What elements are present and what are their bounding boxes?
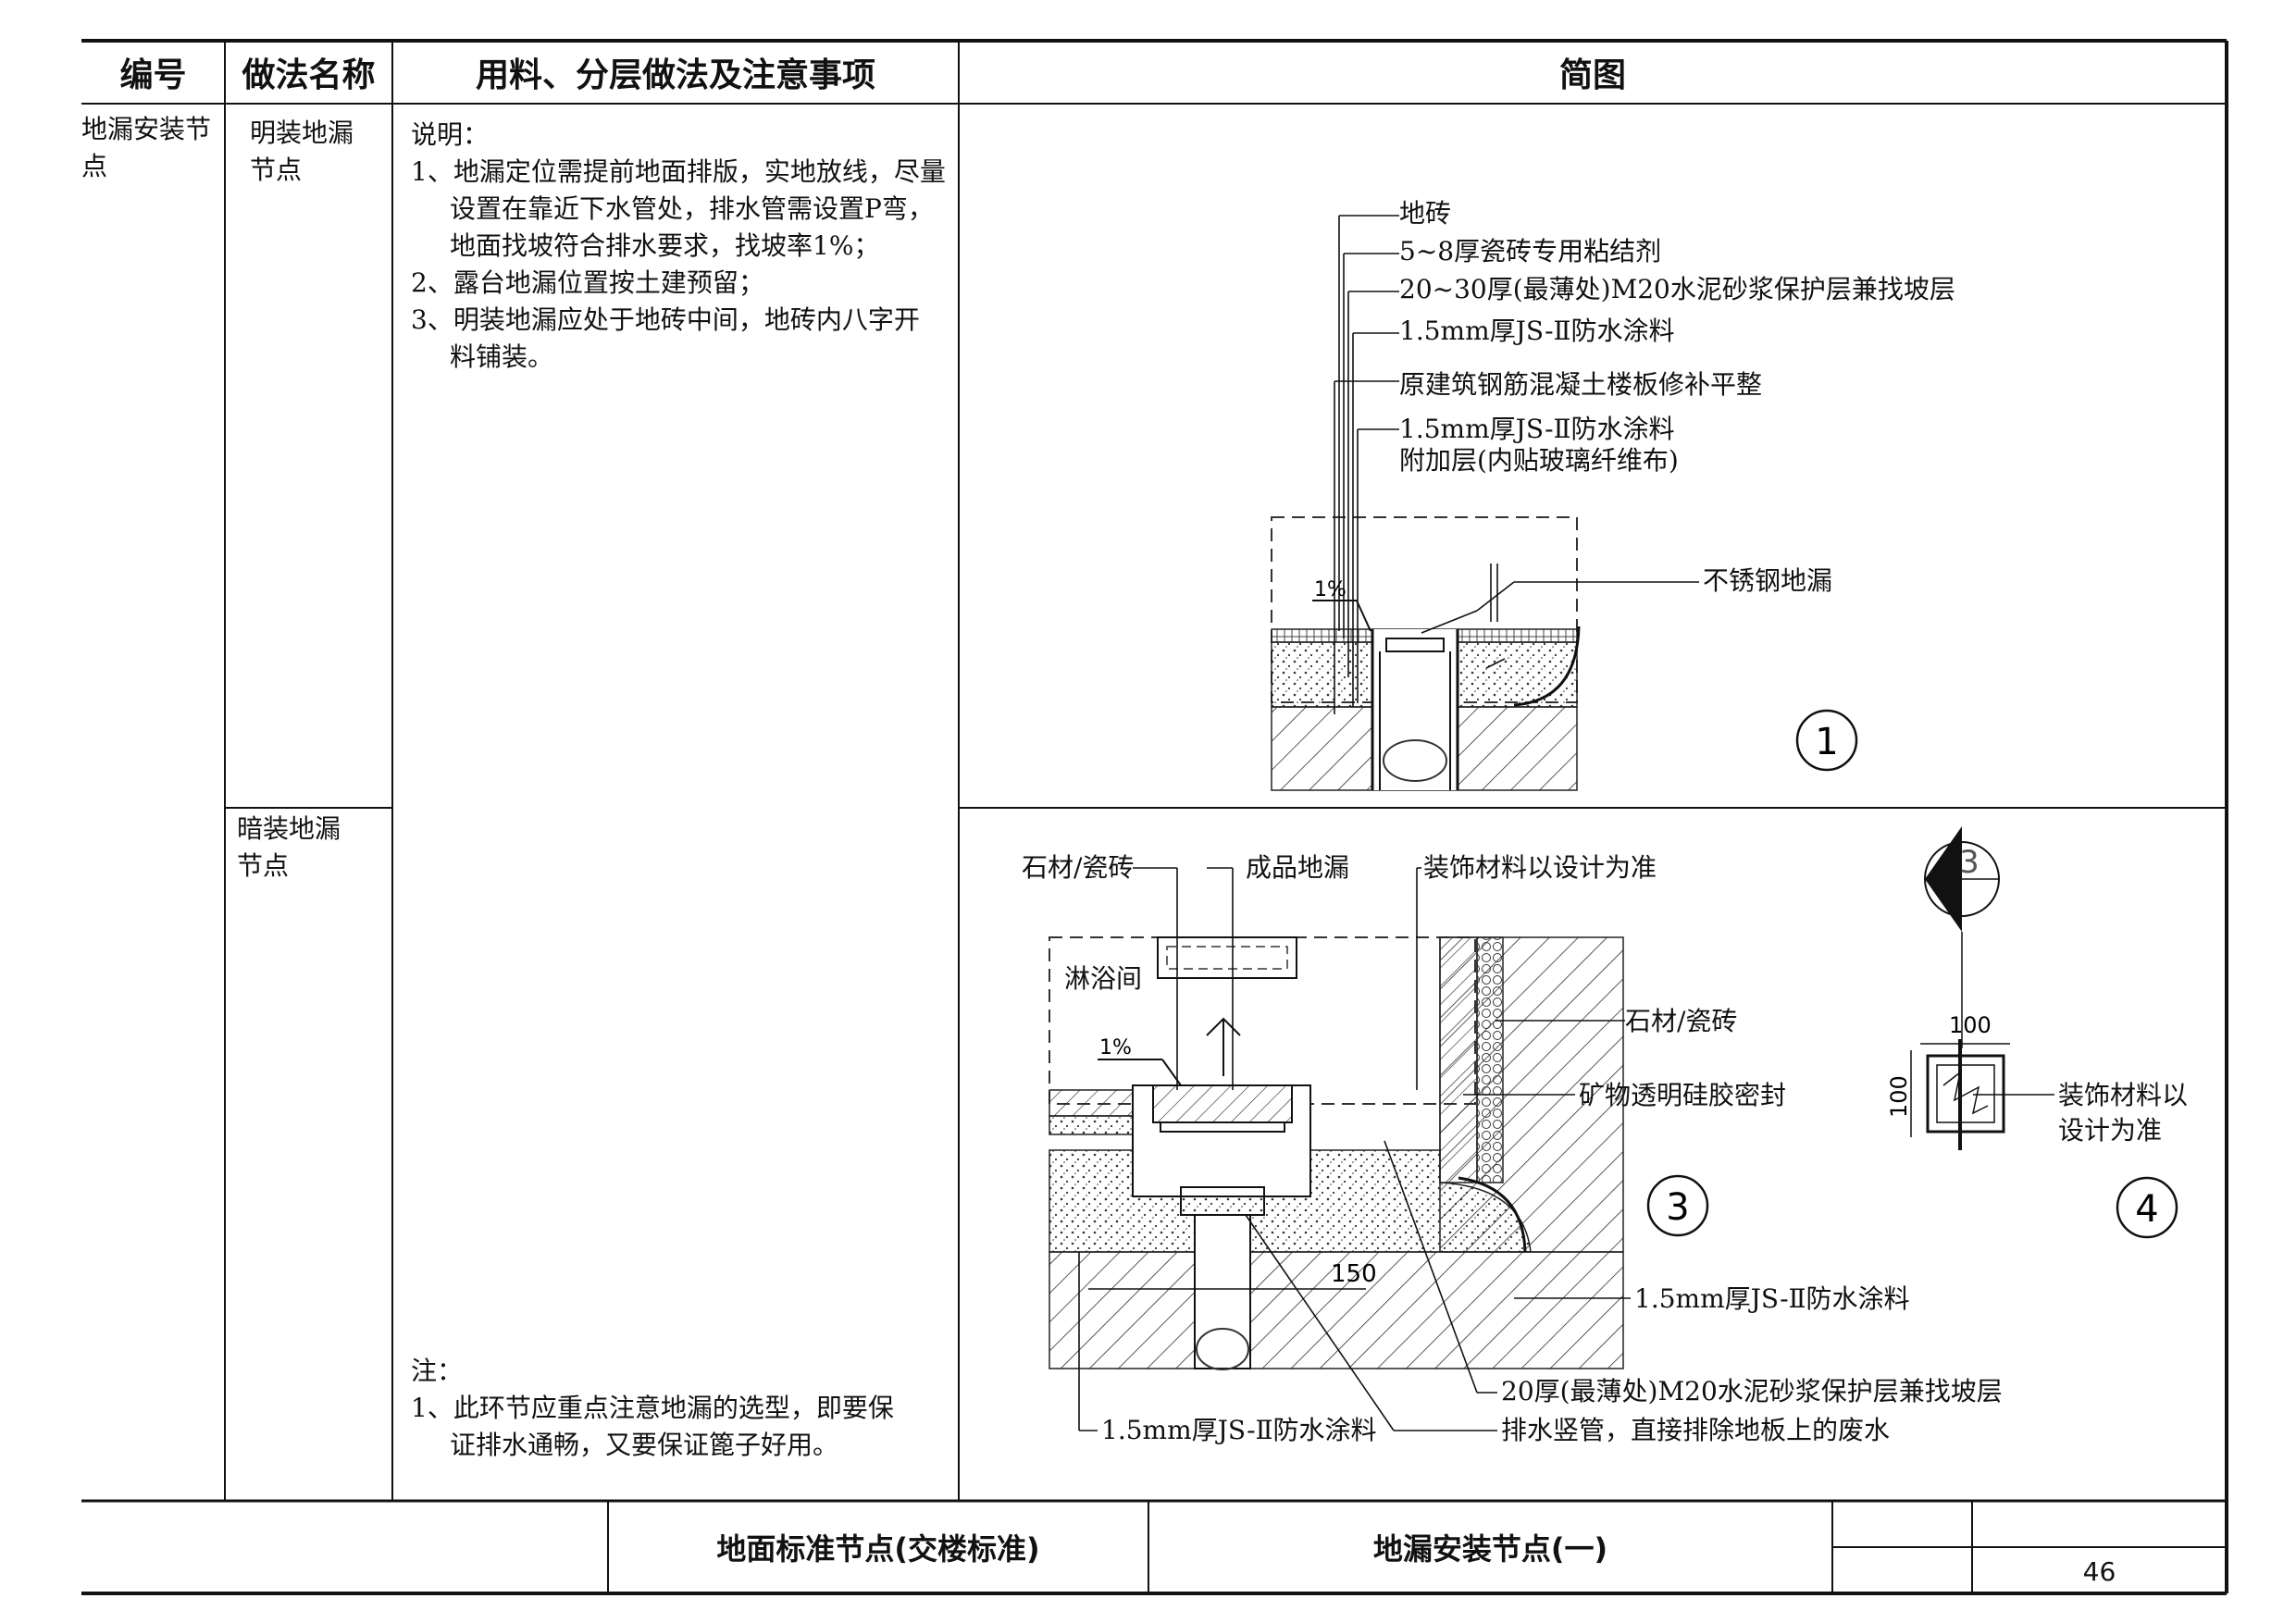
header-materials: 用料、分层做法及注意事项 [475,56,875,94]
footnote-line: 证排水通畅，又要保证篦子好用。 [450,1430,839,1460]
notes-line: 3、明装地漏应处于地砖中间，地砖内八字开 [411,304,920,335]
diagram1-slope: 1% [1314,578,1347,601]
d1-label-slab: 原建筑钢筋混凝土楼板修补平整 [1399,369,1763,400]
footnote-block: 注： 1、此环节应重点注意地漏的选型，即要保 证排水通畅，又要保证篦子好用。 [411,1353,957,1464]
diagram-concealed-drain: 1% 150 3 [1049,867,1709,1431]
dim-width: 100 [1949,1012,1992,1038]
diagram-exposed-drain: 1% 1 [1271,215,1858,791]
d1-label-drain: 不锈钢地漏 [1703,565,1833,596]
notes-line: 2、露台地漏位置按土建预留； [411,267,764,298]
d3-label-sealant: 矿物透明硅胶密封 [1579,1080,1787,1110]
diagram3-slope: 1% [1099,1036,1132,1059]
d3-label-waterproof-bottom: 1.5mm厚JS-Ⅱ防水涂料 [1101,1415,1377,1445]
d3-label-decor: 装饰材料以设计为准 [1423,852,1657,883]
d3-label-stone-right: 石材/瓷砖 [1625,1006,1738,1036]
d1-label-tile: 地砖 [1399,198,1452,229]
d1-label-fiber: 附加层(内贴玻璃纤维布) [1399,445,1679,476]
header-method: 做法名称 [242,56,376,94]
d1-label-waterproof: 1.5mm厚JS-Ⅱ防水涂料 [1399,316,1675,346]
footnote-title: 注： [411,1356,464,1386]
notes-title: 说明： [411,119,490,150]
row-method-exposed: 明装地漏节点 [250,118,354,185]
d1-label-adhesive: 5~8厚瓷砖专用粘结剂 [1399,236,1662,266]
d3-label-stone-left: 石材/瓷砖 [1022,852,1135,883]
section-mark-number: 3 [1959,844,1980,881]
notes-block: 说明： 1、地漏定位需提前地面排版，实地放线，尽量 设置在靠近下水管处，排水管需… [411,117,957,376]
header-sketch: 简图 [1558,56,1626,94]
diagram4-number: 4 [2135,1188,2158,1231]
d3-label-shower: 淋浴间 [1064,963,1143,994]
diagram1-number: 1 [1815,721,1838,763]
titleblock-left: 地面标准节点(交楼标准) [716,1531,1040,1567]
dim-height: 100 [1886,1075,1912,1118]
d3-label-mortar: 20厚(最薄处)M20水泥砂浆保护层兼找坡层 [1501,1376,2003,1406]
header-code: 编号 [119,56,187,94]
row-method-concealed: 暗装地漏节点 [237,813,341,881]
d1-label-waterproof-extra: 1.5mm厚JS-Ⅱ防水涂料 [1399,414,1675,444]
row-code: 地漏安装节点 [81,114,212,181]
d4-label-line1: 装饰材料以 [2058,1080,2189,1110]
titleblock-right: 地漏安装节点(一) [1372,1531,1608,1567]
d1-label-mortar: 20~30厚(最薄处)M20水泥砂浆保护层兼找坡层 [1399,274,1955,304]
notes-line: 地面找坡符合排水要求，找坡率1%； [450,230,880,261]
d3-label-waterproof-right: 1.5mm厚JS-Ⅱ防水涂料 [1634,1283,1910,1314]
d4-label-line2: 设计为准 [2058,1115,2163,1146]
titleblock-page: 46 [2082,1555,2116,1587]
diagram3-number: 3 [1666,1186,1689,1229]
notes-line: 1、地漏定位需提前地面排版，实地放线，尽量 [411,156,946,187]
diagram3-dim: 150 [1331,1260,1377,1288]
d3-label-product-drain: 成品地漏 [1246,852,1350,883]
notes-line: 料铺装。 [450,341,554,372]
diagram-section-detail: 3 100 100 4 [1886,826,2178,1239]
footnote-line: 1、此环节应重点注意地漏的选型，即要保 [411,1393,894,1423]
d3-label-pipe: 排水竖管，直接排除地板上的废水 [1501,1415,1891,1445]
notes-line: 设置在靠近下水管处，排水管需设置P弯， [450,193,934,224]
